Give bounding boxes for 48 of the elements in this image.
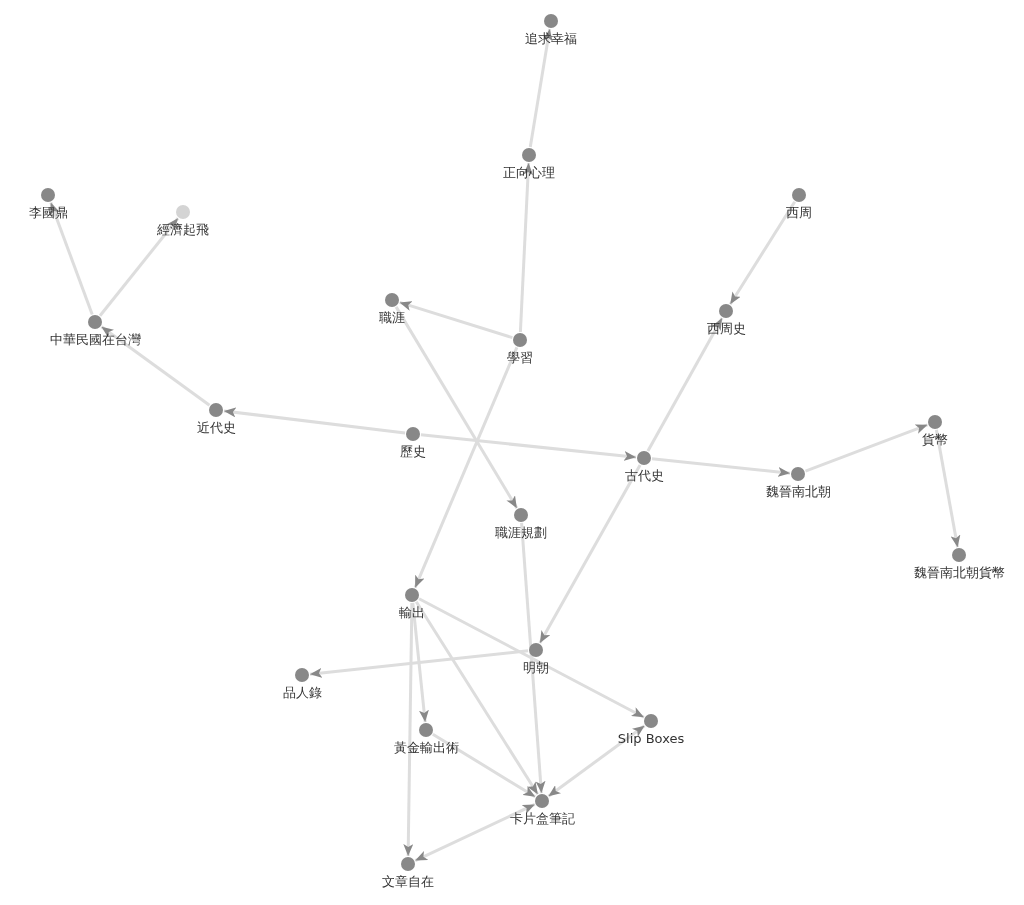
arrow [100,325,211,407]
node-label: 正向心理 [503,165,555,181]
node-label: 古代史 [624,468,664,484]
node-label: 卡片盒筆記 [509,811,575,827]
node-label: 職涯 [379,310,405,326]
node-label: 經濟起飛 [157,222,209,238]
node-label: 輸出 [399,605,425,621]
arrow [934,429,961,548]
node-label: 黃金輸出術 [393,740,459,756]
node-label: 西周史 [706,321,746,337]
double-arrow [547,724,646,798]
arrow [223,407,406,435]
node-label: 歷史 [400,444,426,460]
node-label: 西周 [786,205,812,221]
node-label: 中華民國在台灣 [49,332,141,348]
arrow [403,602,414,857]
arrow [804,423,929,473]
node-label: 職涯規劃 [495,525,547,541]
arrow [413,346,519,589]
node-label: 魏晉南北朝 [765,484,831,500]
arrow [420,433,637,461]
arrow [415,600,539,796]
node-label: 貨幣 [922,432,948,448]
node-label: 品人錄 [282,685,322,701]
node-label: Slip Boxes [617,731,685,747]
arrow [432,732,536,799]
node-label: 魏晉南北朝貨幣 [913,565,1005,581]
node-label: 李國鼎 [28,205,68,221]
arrow [651,457,791,477]
arrow [309,649,529,678]
node-label: 追求幸福 [525,31,577,47]
arrow [394,306,519,509]
arrow [399,300,513,340]
node-label: 近代史 [196,420,236,436]
arrow [98,217,180,317]
arrow [411,602,429,723]
arrow [49,202,94,315]
node-label: 文章自在 [382,874,434,890]
node-label: 明朝 [523,660,549,676]
arrow [646,317,724,452]
arrow [729,200,796,306]
arrow [538,464,642,644]
arrow [528,28,553,148]
node-label: 學習 [507,350,533,366]
double-arrow [414,803,536,862]
arrow [418,597,645,719]
arrow [518,162,533,333]
arrow [520,522,546,794]
